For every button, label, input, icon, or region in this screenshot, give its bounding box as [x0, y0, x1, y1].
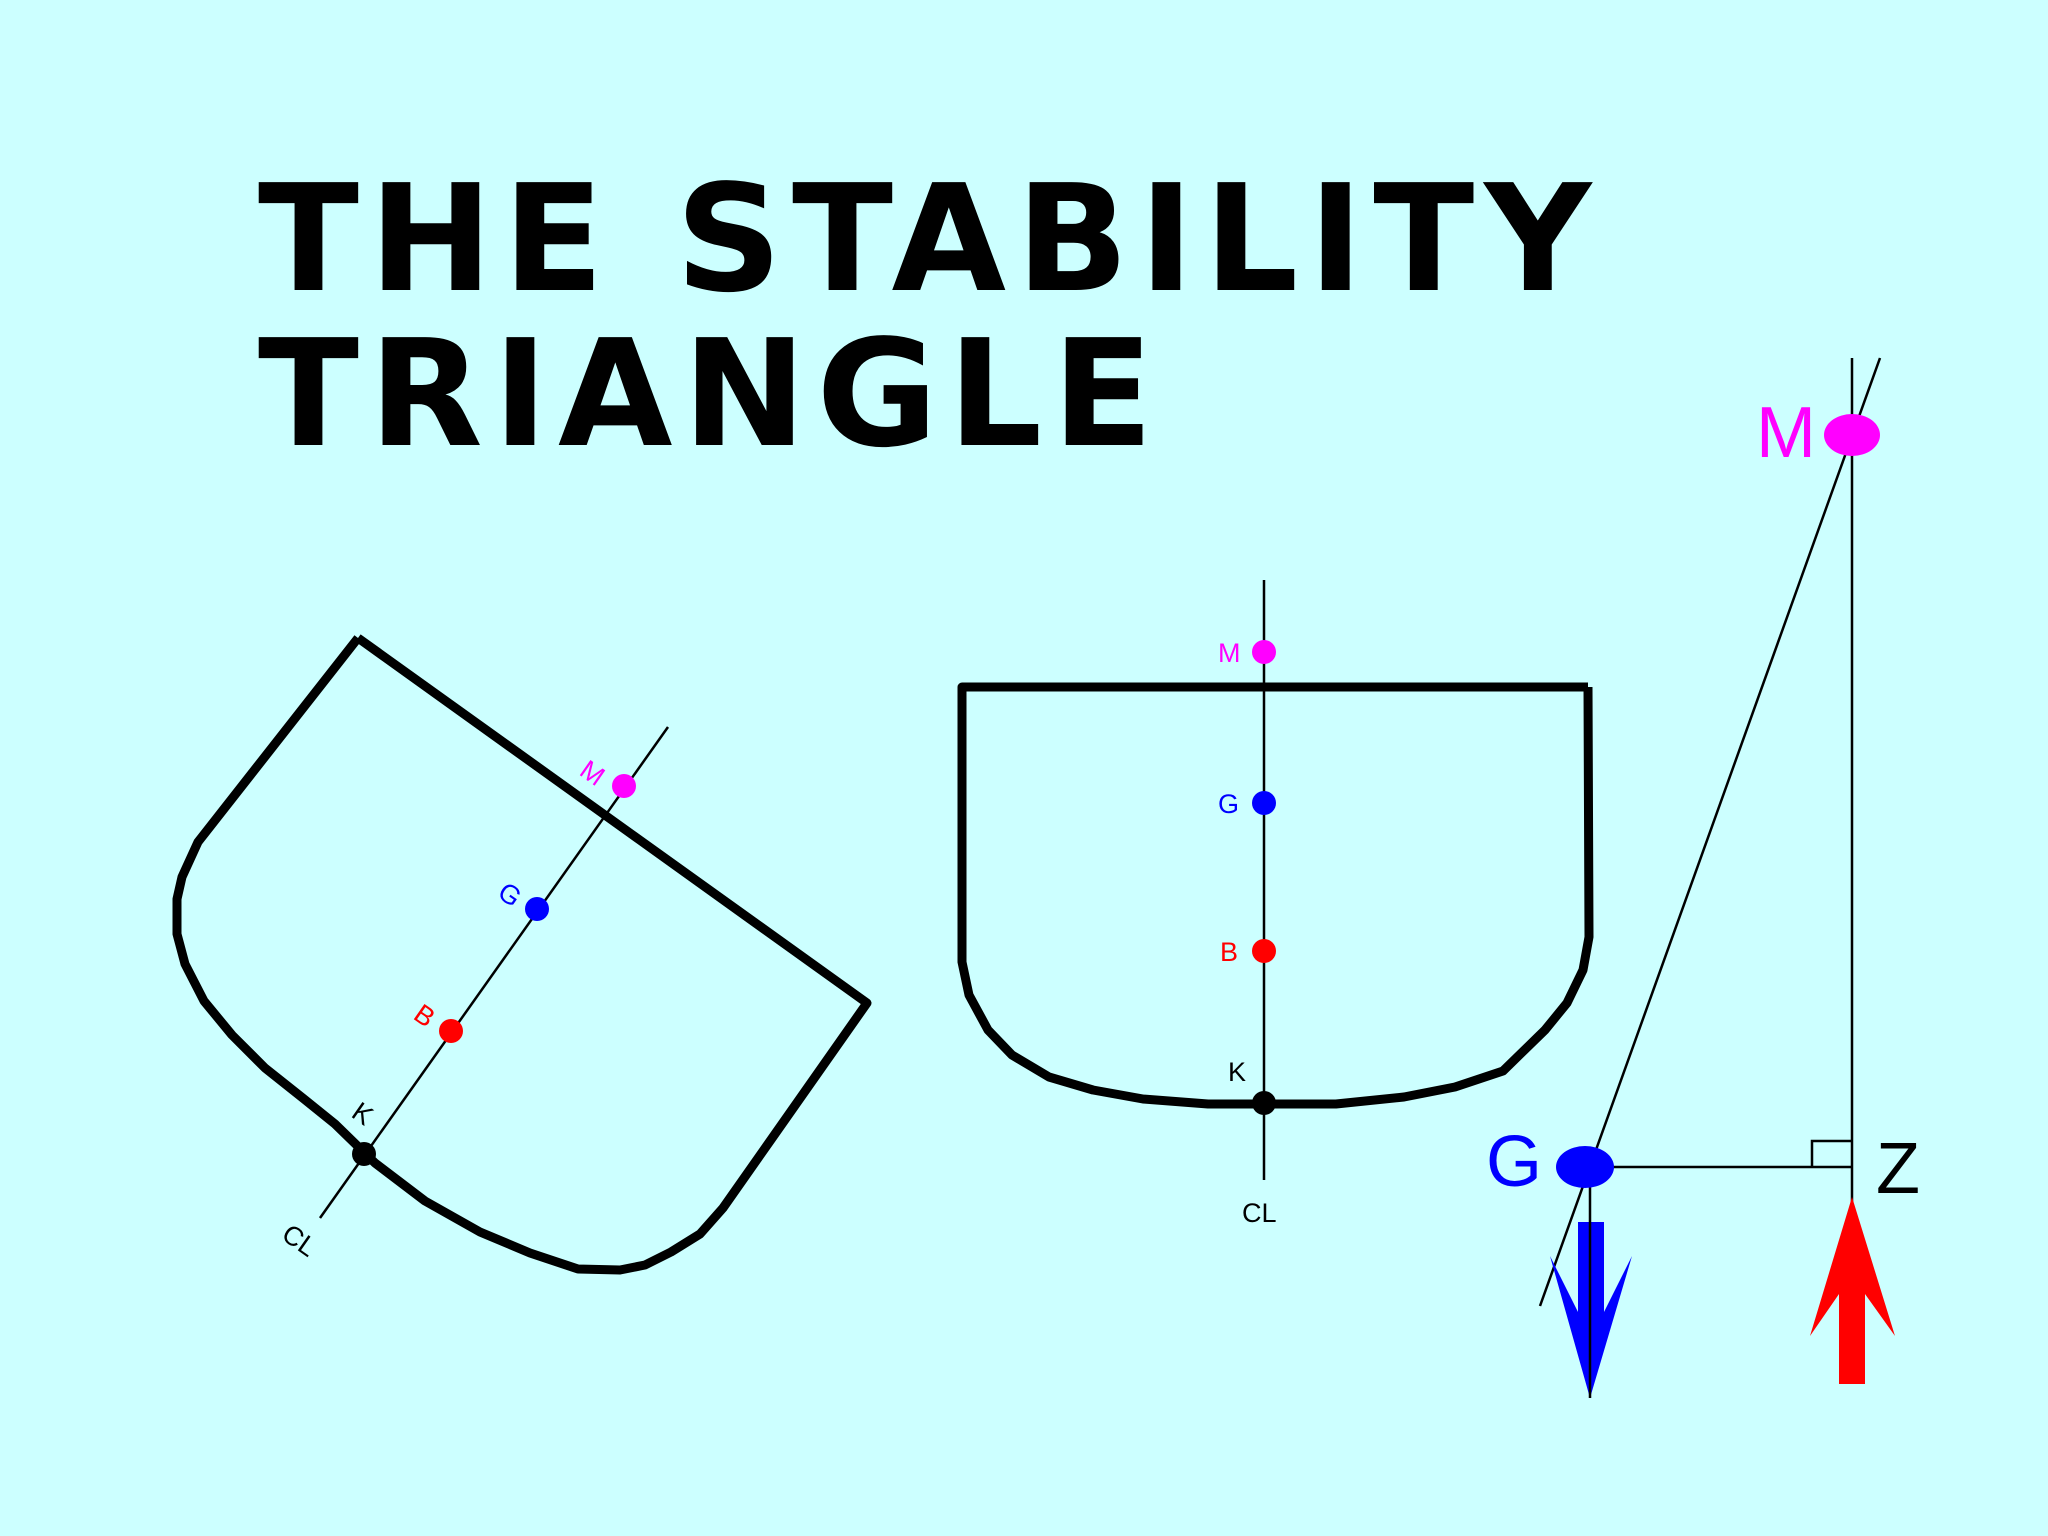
- triangle-z-label: Z: [1876, 1129, 1920, 1209]
- heeled-hull-outline: [172, 634, 872, 1275]
- upright-hull-line: [962, 687, 1589, 1104]
- upright-hull: [962, 687, 1589, 1104]
- title-line-2: TRIANGLE: [258, 308, 1163, 480]
- heeled-cl-label: CL: [277, 1218, 322, 1262]
- upright-k-point: [1252, 1091, 1276, 1115]
- upright-hull-outline: [915, 687, 1589, 1105]
- upright-b-point: [1252, 939, 1276, 963]
- heeled-k-label: K: [347, 1096, 379, 1131]
- upright-section: M G B K CL: [915, 580, 1594, 1228]
- upright-b-label: B: [1220, 937, 1238, 967]
- upright-hull-path: [962, 687, 1588, 1104]
- upright-hull-stroke: [962, 687, 1589, 1104]
- heeled-section: M G B K CL: [172, 634, 872, 1275]
- heeled-g-label: G: [493, 876, 527, 913]
- upright-m-point: [1252, 640, 1276, 664]
- upright-hull-shape: [962, 687, 1589, 1104]
- heeled-g-point: [525, 897, 549, 921]
- triangle-m-point: [1824, 414, 1880, 456]
- triangle-m-label: M: [1756, 393, 1816, 473]
- heeled-centreline: [318, 726, 670, 1219]
- upright-g-label: G: [1218, 789, 1239, 819]
- heeled-b-point: [439, 1019, 463, 1043]
- heeled-m-label: M: [575, 754, 611, 791]
- upright-hull-profile: [962, 687, 1589, 1104]
- upright-hull-drawn: [957, 682, 1594, 1109]
- upright-g-point: [1252, 791, 1276, 815]
- heeled-b-label: B: [409, 998, 441, 1033]
- buoyancy-arrow-icon: [1810, 1197, 1895, 1384]
- stability-triangle: M G Z: [1486, 357, 1920, 1398]
- heeled-k-point: [352, 1142, 376, 1166]
- triangle-g-label: G: [1486, 1122, 1542, 1202]
- upright-m-label: M: [1218, 638, 1241, 668]
- right-angle-marker: [1810, 1139, 1852, 1167]
- triangle-g-point: [1556, 1146, 1614, 1188]
- upright-k-label: K: [1228, 1057, 1246, 1087]
- title-line-1: THE STABILITY: [258, 153, 1601, 325]
- upright-cl-label: CL: [1242, 1198, 1277, 1228]
- heeled-m-point: [612, 774, 636, 798]
